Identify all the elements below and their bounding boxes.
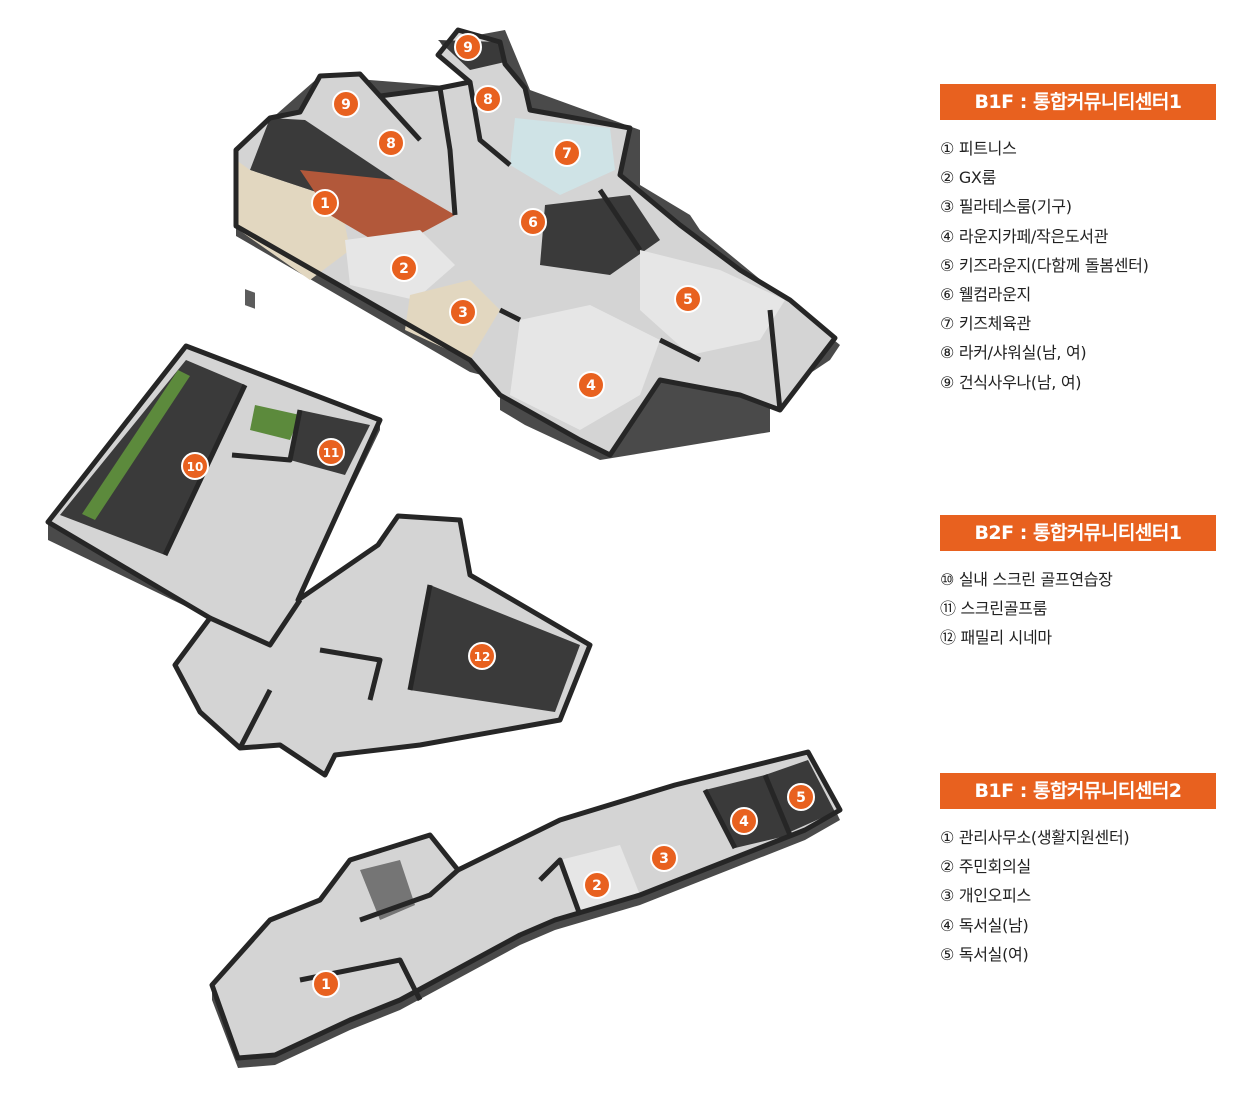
room-marker-1: 1	[312, 970, 340, 998]
room-marker-circle	[181, 452, 209, 480]
room-marker-3: 3	[650, 844, 678, 872]
room-marker-12: 12	[468, 642, 496, 670]
room-marker-circle	[553, 139, 581, 167]
room-marker-circle	[468, 642, 496, 670]
legend-b1f-center-1: B1F : 통합커뮤니티센터1 ① 피트니스 ② GX룸 ③ 필라테스룸(기구)…	[940, 84, 1216, 397]
b1f-center-2-plan	[209, 749, 843, 1068]
legend-item: ⑦ 키즈체육관	[940, 314, 1031, 334]
room-marker-label: 1	[320, 196, 330, 212]
room-marker-6: 6	[519, 208, 547, 236]
legend-item: ③ 필라테스룸(기구)	[940, 197, 1072, 217]
room-marker-circle	[311, 189, 339, 217]
legend-title: B1F : 통합커뮤니티센터2	[940, 773, 1216, 809]
legend-item: ⑤ 독서실(여)	[940, 944, 1029, 964]
room-marker-circle	[519, 208, 547, 236]
room-marker-label: 2	[592, 878, 602, 894]
room-marker-label: 9	[341, 97, 351, 113]
room-marker-circle	[312, 970, 340, 998]
room-marker-label: 10	[187, 460, 204, 474]
legend-b1f-center-2: B1F : 통합커뮤니티센터2 ① 관리사무소(생활지원센터) ② 주민회의실 …	[940, 773, 1216, 969]
room-marker-5: 5	[674, 285, 702, 313]
legend-item: ⑧ 라커/샤워실(남, 여)	[940, 343, 1087, 363]
legend-item: ② GX룸	[940, 168, 997, 188]
room-marker-2: 2	[390, 254, 418, 282]
legend-item: ⑩ 실내 스크린 골프연습장	[940, 570, 1113, 589]
legend-item: ① 피트니스	[940, 139, 1017, 158]
room-marker-label: 2	[399, 261, 409, 277]
room-marker-circle	[730, 807, 758, 835]
room-marker-label: 5	[796, 790, 806, 806]
room-marker-9: 9	[332, 90, 360, 118]
room-marker-label: 3	[458, 305, 468, 321]
room-marker-5: 5	[787, 783, 815, 811]
room-marker-label: 12	[474, 650, 491, 664]
room-marker-circle	[377, 129, 405, 157]
legend-list: ① 피트니스 ② GX룸 ③ 필라테스룸(기구) ④ 라운지카페/작은도서관 ⑤…	[940, 134, 1216, 397]
room-marker-label: 8	[386, 136, 396, 152]
room-marker-circle	[650, 844, 678, 872]
legend-item: ⑤ 키즈라운지(다함께 돌봄센터)	[940, 255, 1149, 275]
b1f-2-floor	[212, 752, 840, 1058]
legend-item: ⑥ 웰컴라운지	[940, 284, 1031, 304]
room-marker-2: 2	[583, 871, 611, 899]
room-marker-circle	[583, 871, 611, 899]
room-marker-label: 4	[739, 814, 749, 830]
legend-list: ① 관리사무소(생활지원센터) ② 주민회의실 ③ 개인오피스 ④ 독서실(남)…	[940, 823, 1216, 969]
room-marker-label: 5	[683, 292, 693, 308]
room-marker-7: 7	[553, 139, 581, 167]
room-marker-circle	[474, 85, 502, 113]
room-marker-9: 9	[454, 33, 482, 61]
legend-item: ④ 라운지카페/작은도서관	[940, 226, 1109, 246]
legend-list: ⑩ 실내 스크린 골프연습장 ⑪ 스크린골프룸 ⑫ 패밀리 시네마	[940, 565, 1216, 653]
legend-title: B1F : 통합커뮤니티센터1	[940, 84, 1216, 120]
room-marker-label: 1	[321, 977, 331, 993]
room-marker-label: 6	[528, 215, 538, 231]
room-marker-1: 1	[311, 189, 339, 217]
room-marker-label: 7	[562, 146, 572, 162]
b1f-center-1-plan	[233, 27, 840, 460]
room-marker-circle	[390, 254, 418, 282]
room-marker-circle	[577, 371, 605, 399]
room-marker-11: 11	[317, 438, 345, 466]
room-marker-4: 4	[577, 371, 605, 399]
legend-b2f-center-1: B2F : 통합커뮤니티센터1 ⑩ 실내 스크린 골프연습장 ⑪ 스크린골프룸 …	[940, 515, 1216, 653]
room-marker-circle	[454, 33, 482, 61]
legend-item: ⑨ 건식사우나(남, 여)	[940, 372, 1082, 392]
room-marker-8: 8	[474, 85, 502, 113]
legend-title: B2F : 통합커뮤니티센터1	[940, 515, 1216, 551]
legend-item: ③ 개인오피스	[940, 886, 1031, 906]
room-marker-circle	[674, 285, 702, 313]
room-marker-circle	[787, 783, 815, 811]
room-marker-circle	[317, 438, 345, 466]
room-marker-label: 3	[659, 851, 669, 867]
room-marker-8: 8	[377, 129, 405, 157]
legend-item: ⑫ 패밀리 시네마	[940, 628, 1052, 648]
legend-item: ② 주민회의실	[940, 857, 1031, 877]
room-marker-label: 4	[586, 378, 596, 394]
room-marker-3: 3	[449, 298, 477, 326]
room-marker-label: 11	[323, 446, 340, 460]
room-marker-label: 8	[483, 92, 493, 108]
room-marker-circle	[332, 90, 360, 118]
room-marker-circle	[449, 298, 477, 326]
legend-item: ⑪ 스크린골프룸	[940, 599, 1048, 619]
legend-item: ④ 독서실(남)	[940, 915, 1029, 935]
legend-item: ① 관리사무소(생활지원센터)	[940, 828, 1130, 847]
room-marker-4: 4	[730, 807, 758, 835]
room-marker-10: 10	[181, 452, 209, 480]
room-marker-label: 9	[463, 40, 473, 56]
